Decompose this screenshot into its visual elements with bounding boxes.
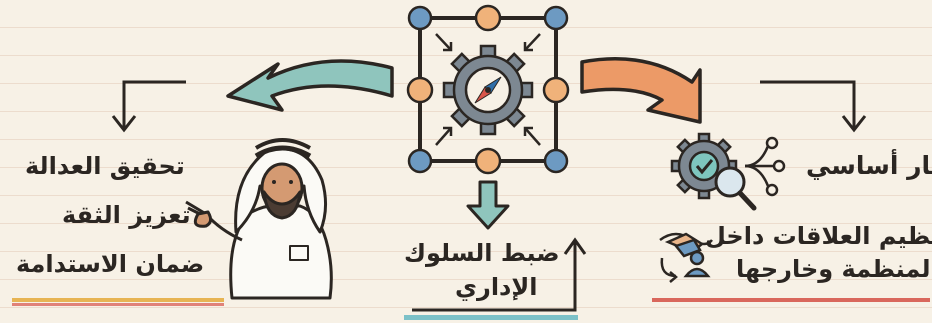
node-top-right xyxy=(543,5,569,31)
node-mid-right xyxy=(542,76,570,104)
node-mid-left xyxy=(406,76,434,104)
underline-right xyxy=(652,298,930,302)
right-relations-line2: المنظمة وخارجها xyxy=(736,255,932,283)
right-bent-arrow xyxy=(760,80,867,133)
underline-left xyxy=(12,298,224,306)
node-bottom-left xyxy=(407,148,433,174)
left-item-sustainability: ضمان الاستدامة xyxy=(16,250,205,278)
presenter-man-illustration xyxy=(185,138,333,300)
right-title: إطار أساسي xyxy=(806,151,932,180)
down-arrow-icon xyxy=(466,180,510,230)
node-top-left xyxy=(407,5,433,31)
magnifier-icon xyxy=(714,166,757,211)
node-top-mid xyxy=(474,4,502,32)
right-relations-line1: تنظيم العلاقات داخل xyxy=(705,222,932,250)
node-bottom-mid xyxy=(474,147,502,175)
person-icon xyxy=(660,250,711,283)
center-label-line2: الإداري xyxy=(455,273,538,301)
center-label-line1: ضبط السلوك xyxy=(404,239,560,267)
teal-curved-arrow xyxy=(226,59,394,112)
orange-curved-arrow xyxy=(580,56,702,124)
left-item-justice: تحقيق العدالة xyxy=(25,152,185,180)
up-arrow-icon xyxy=(412,237,587,312)
underline-center xyxy=(404,315,578,320)
left-item-trust: تعزيز الثقة xyxy=(62,201,191,229)
framework-square xyxy=(406,4,570,175)
left-bent-arrow xyxy=(111,80,186,133)
branch-icon xyxy=(744,136,786,197)
node-bottom-right xyxy=(543,148,569,174)
compass-gear-icon xyxy=(442,44,534,136)
